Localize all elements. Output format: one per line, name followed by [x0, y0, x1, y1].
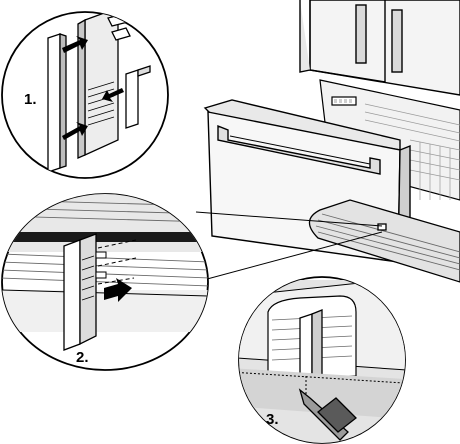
detail-1 [1, 11, 169, 179]
arrow-icon [62, 36, 124, 140]
screwdriver-icon [298, 388, 357, 441]
step-label-3: 3. [266, 411, 279, 428]
refrigerator-body [299, 0, 460, 96]
detail-3 [238, 276, 406, 444]
drawer-slide-rail [308, 199, 460, 283]
detail-2 [1, 193, 209, 371]
arrow-icon [104, 278, 132, 302]
leader-lines [195, 211, 383, 283]
step-label-1: 1. [24, 91, 37, 108]
step-label-2: 2. [76, 349, 89, 366]
